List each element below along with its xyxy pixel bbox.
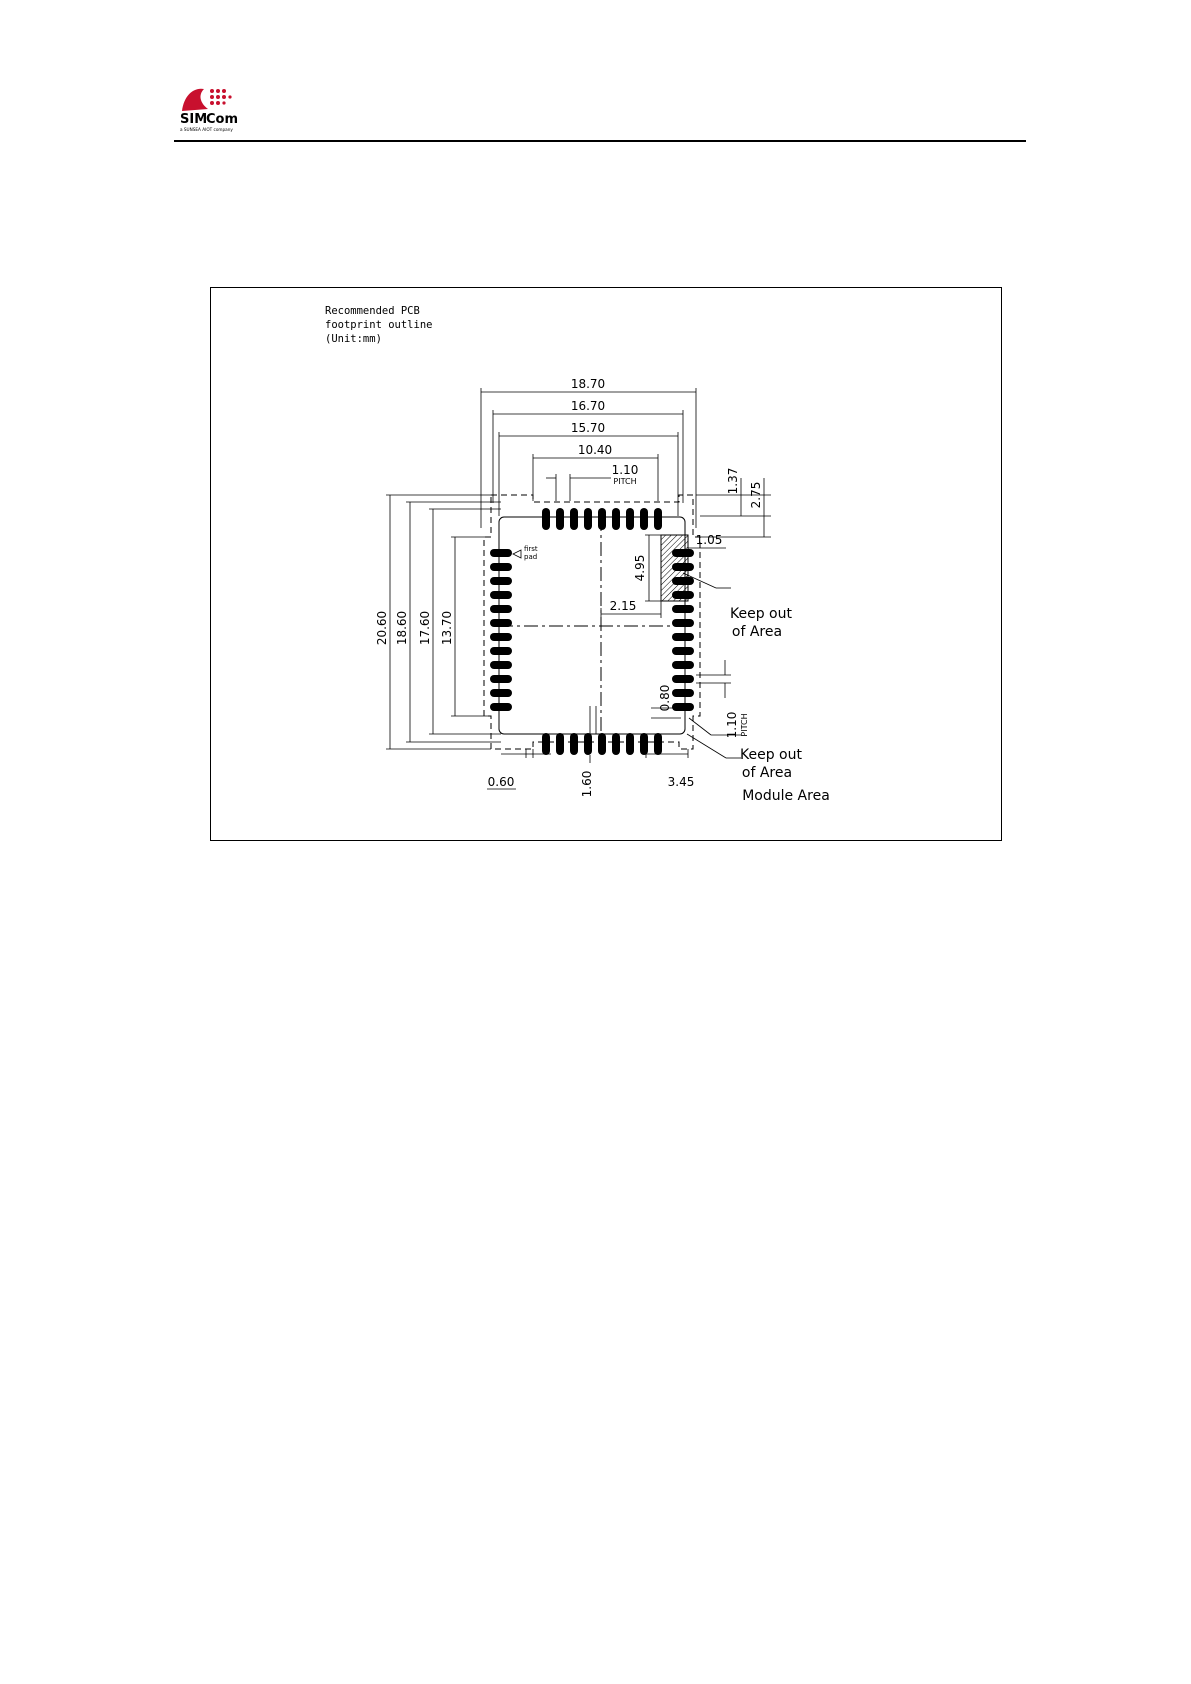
logo-tagline: a SUNSEA AIOT company bbox=[180, 127, 233, 132]
dim-4-95: 4.95 bbox=[633, 555, 647, 582]
keepout-label-2b: of Area bbox=[742, 765, 792, 781]
dim-2-15: 2.15 bbox=[610, 599, 637, 613]
leader-keepout-2 bbox=[689, 718, 711, 735]
dim-0-80: 0.80 bbox=[658, 685, 672, 712]
pads-bottom bbox=[542, 733, 662, 755]
logo-text-com: Com bbox=[206, 112, 238, 127]
footprint-figure-frame: Recommended PCB footprint outline (Unit:… bbox=[210, 287, 1002, 841]
header-divider bbox=[174, 140, 1026, 142]
dim-2-75: 2.75 bbox=[749, 482, 763, 509]
pcb-footprint-drawing: 18.70 16.70 15.70 10.40 1.10 PITCH 1.37 … bbox=[211, 288, 1003, 842]
dim-pitch-top: 1.10 bbox=[612, 463, 639, 477]
first-pad-label-2: pad bbox=[524, 553, 537, 561]
dim-18-60: 18.60 bbox=[395, 611, 409, 645]
dim-15-70: 15.70 bbox=[571, 421, 605, 435]
dim-0-60: 0.60 bbox=[488, 775, 515, 789]
dim-1-37: 1.37 bbox=[726, 468, 740, 495]
dim-17-60: 17.60 bbox=[418, 611, 432, 645]
dim-10-40: 10.40 bbox=[578, 443, 612, 457]
logo-text-sim: SIM bbox=[180, 112, 207, 127]
pads-top bbox=[542, 508, 662, 530]
pads-left bbox=[490, 549, 512, 711]
dim-pitch-right-label: PITCH bbox=[740, 713, 749, 736]
dim-3-45: 3.45 bbox=[668, 775, 695, 789]
keepout-label-1a: Keep out bbox=[730, 606, 792, 622]
dim-18-70: 18.70 bbox=[571, 377, 605, 391]
module-area-label: Module Area bbox=[742, 788, 830, 804]
first-pad-marker bbox=[513, 550, 521, 558]
simcom-logo: SIM Com a SUNSEA AIOT company bbox=[178, 85, 238, 133]
dim-20-60: 20.60 bbox=[375, 611, 389, 645]
logo-dots bbox=[210, 89, 232, 105]
logo-mark-red-shape bbox=[182, 89, 208, 111]
dim-1-05: 1.05 bbox=[696, 533, 723, 547]
keepout-label-2a: Keep out bbox=[740, 747, 802, 763]
keepout-label-1b: of Area bbox=[732, 624, 782, 640]
dim-pitch-right: 1.10 bbox=[725, 712, 739, 739]
dim-1-60: 1.60 bbox=[580, 771, 594, 798]
dim-pitch-top-label: PITCH bbox=[613, 477, 636, 486]
first-pad-label-1: first bbox=[524, 545, 538, 553]
dim-13-70: 13.70 bbox=[440, 611, 454, 645]
dim-16-70: 16.70 bbox=[571, 399, 605, 413]
